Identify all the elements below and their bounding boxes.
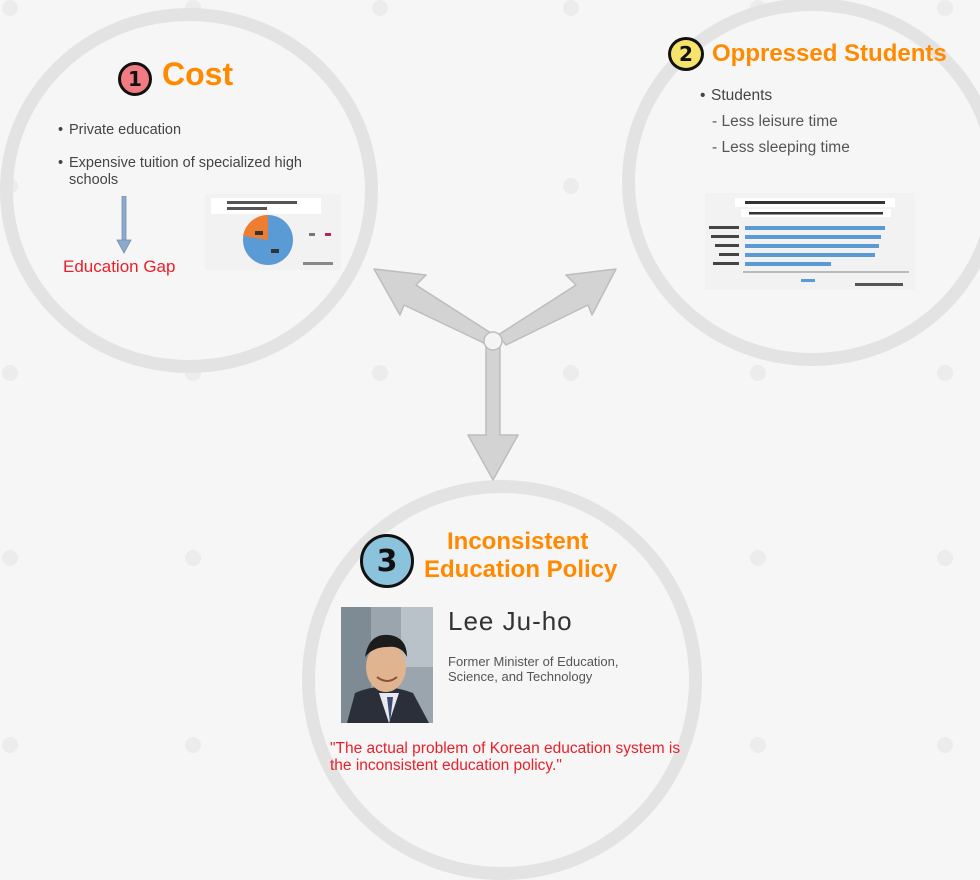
oppressed-bullet-students: •Students xyxy=(700,87,773,104)
students-bar-chart-thumbnail xyxy=(705,193,915,290)
down-arrow-icon xyxy=(116,196,132,254)
cost-bullet-tuition-continued: schools xyxy=(69,172,119,188)
person-name: Lee Ju-ho xyxy=(448,606,573,636)
quote-text: "The actual problem of Korean education … xyxy=(330,740,681,774)
three-way-arrow-icon xyxy=(373,268,617,481)
policy-title-line-1: Inconsistent xyxy=(447,528,589,555)
number-badge-2: 2 xyxy=(668,37,704,71)
private-education-pie-chart-thumbnail xyxy=(205,194,341,270)
oppressed-students-title: Oppressed Students xyxy=(712,40,947,67)
policy-title-line-2: Education Policy xyxy=(424,556,618,583)
bullet-dot-icon: • xyxy=(58,155,64,171)
cost-bullet-tuition: •Expensive tuition of specialized high xyxy=(58,155,302,171)
person-portrait-photo xyxy=(341,607,433,723)
education-gap-label: Education Gap xyxy=(63,257,176,276)
cost-title: Cost xyxy=(162,56,234,92)
bullet-dot-icon: • xyxy=(700,87,706,104)
cost-bullet-private-education: •Private education xyxy=(58,122,182,138)
oppressed-sub-sleeping: - Less sleeping time xyxy=(712,139,850,156)
number-badge-1: 1 xyxy=(118,62,152,96)
bullet-dot-icon: • xyxy=(58,122,64,138)
number-badge-3: 3 xyxy=(360,534,414,588)
person-role: Former Minister of Education, Science, a… xyxy=(448,654,619,684)
oppressed-sub-leisure: - Less leisure time xyxy=(712,113,838,130)
